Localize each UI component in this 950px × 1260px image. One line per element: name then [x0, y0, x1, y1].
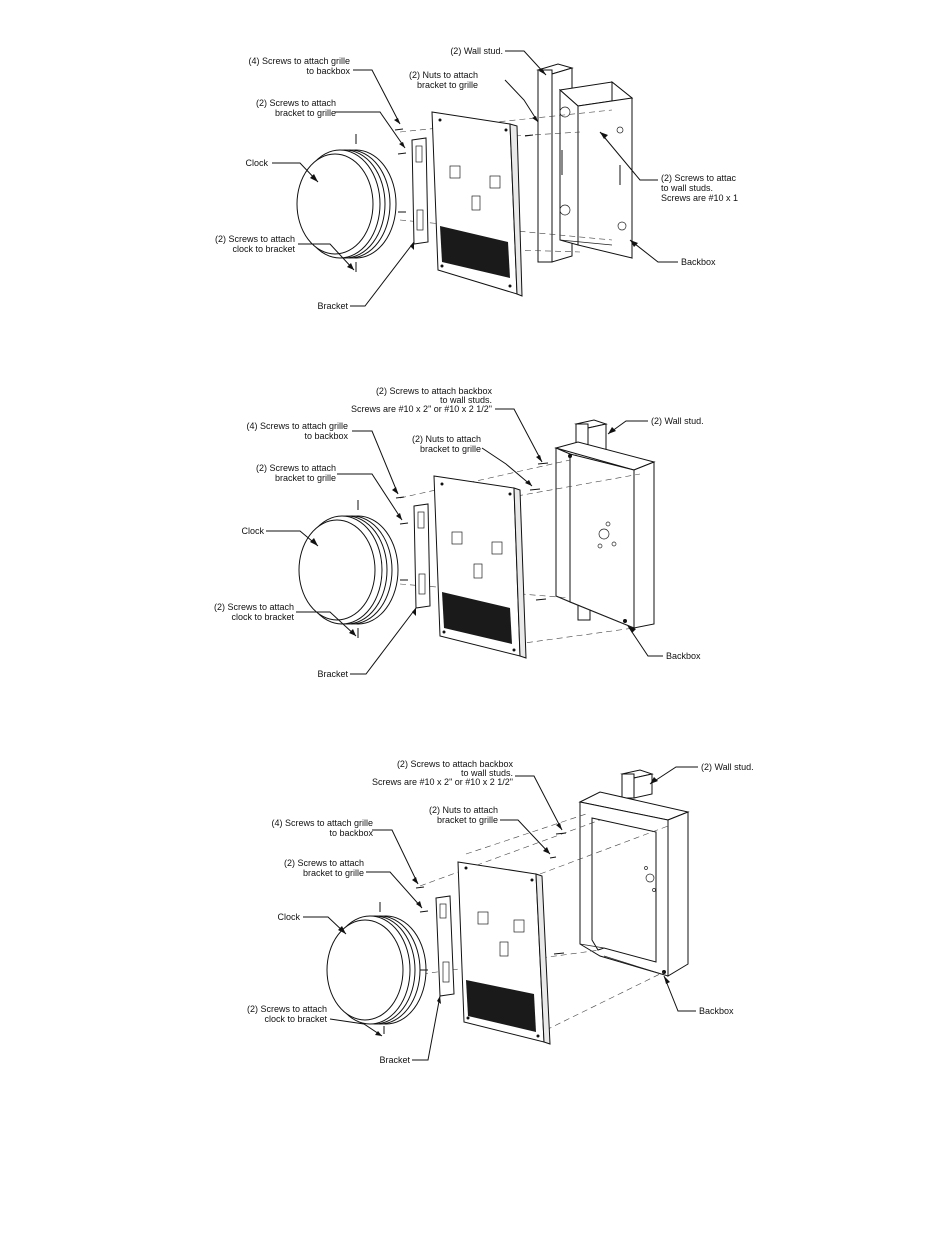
- bracket: [411, 137, 429, 245]
- leader-lines: [266, 408, 663, 675]
- label-wall-stud: (2) Wall stud.: [651, 416, 704, 426]
- label-clock: Clock: [277, 912, 300, 922]
- clock: [326, 902, 427, 1034]
- grille: [457, 861, 551, 1045]
- wall-stud: [620, 769, 654, 799]
- label-bracket: Bracket: [379, 1055, 410, 1065]
- backbox: [558, 80, 634, 259]
- clock: [296, 134, 397, 272]
- bracket: [413, 503, 431, 609]
- label-backbox: Backbox: [699, 1006, 734, 1016]
- screws: [395, 462, 549, 601]
- label-clock: Clock: [245, 158, 268, 168]
- clock: [298, 500, 399, 638]
- backbox: [554, 441, 656, 629]
- leader-lines: [272, 50, 678, 307]
- label-backbox: Backbox: [666, 651, 701, 661]
- bracket: [435, 895, 455, 997]
- leader-lines: [303, 766, 698, 1061]
- figure-1-flush-mount: (2) Wall stud. (4) Screws to attach gril…: [215, 46, 738, 311]
- label-wall-stud: (2) Wall stud.: [450, 46, 503, 56]
- backbox: [578, 791, 690, 977]
- screws: [415, 832, 567, 971]
- screws: [394, 128, 534, 213]
- label-wall-stud: (2) Wall stud.: [701, 762, 754, 772]
- grille: [431, 111, 523, 297]
- grille: [433, 475, 527, 659]
- label-backbox: Backbox: [681, 257, 716, 267]
- assembly-guide-lines: [419, 813, 669, 1031]
- label-bracket: Bracket: [317, 669, 348, 679]
- label-clock: Clock: [241, 526, 264, 536]
- label-bracket: Bracket: [317, 301, 348, 311]
